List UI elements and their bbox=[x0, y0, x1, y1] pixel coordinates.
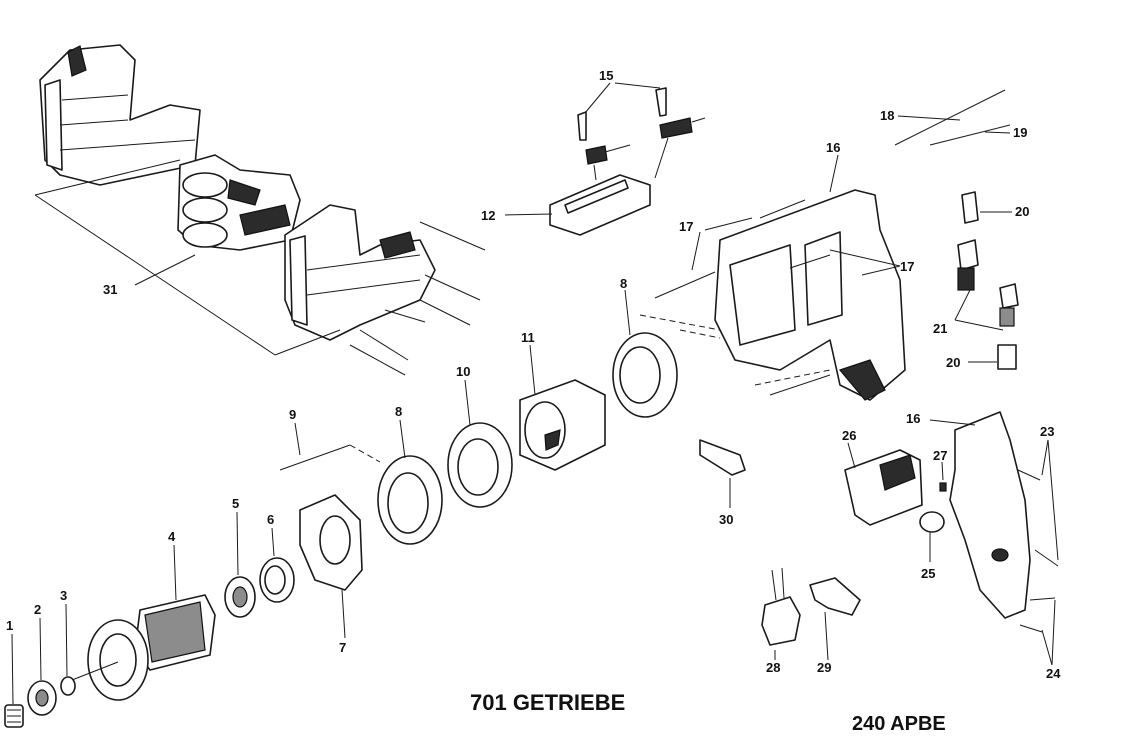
label-part-26: 26 bbox=[842, 428, 856, 443]
label-part-17-left: 17 bbox=[679, 219, 693, 234]
label-part-16-handle: 16 bbox=[906, 411, 920, 426]
label-part-10: 10 bbox=[456, 364, 470, 379]
label-part-24: 24 bbox=[1046, 666, 1061, 681]
label-part-3: 3 bbox=[60, 588, 67, 603]
label-part-4: 4 bbox=[168, 529, 176, 544]
part-15-screws bbox=[577, 82, 706, 181]
part-3-washer bbox=[60, 603, 76, 696]
part-16-handle bbox=[929, 411, 1031, 619]
part-6-sleeve bbox=[259, 527, 295, 603]
part-18-19-rods bbox=[894, 89, 1011, 146]
part-16-gear-housing bbox=[639, 154, 906, 401]
label-part-6: 6 bbox=[267, 512, 274, 527]
model-number: 240 APBE bbox=[852, 713, 946, 735]
label-part-2: 2 bbox=[34, 602, 41, 617]
label-part-25: 25 bbox=[921, 566, 935, 581]
label-part-21: 21 bbox=[933, 321, 947, 336]
label-part-20-top: 20 bbox=[1015, 204, 1029, 219]
part-30-wedge bbox=[699, 439, 746, 508]
part-5-bearing bbox=[224, 511, 256, 618]
part-8-upper-ring bbox=[612, 289, 678, 418]
label-part-27: 27 bbox=[933, 448, 947, 463]
label-part-5: 5 bbox=[232, 496, 239, 511]
part-29-lever bbox=[809, 577, 861, 661]
part-26-switch bbox=[844, 442, 923, 526]
drawing-title: 701 GETRIEBE bbox=[470, 690, 625, 715]
label-part-8-lower: 8 bbox=[395, 404, 402, 419]
label-part-31: 31 bbox=[103, 282, 117, 297]
part-11-stator bbox=[519, 344, 606, 471]
label-part-18: 18 bbox=[880, 108, 894, 123]
part-4-armature bbox=[71, 544, 216, 701]
part-2-bearing bbox=[27, 617, 57, 716]
part-10-ring bbox=[447, 379, 513, 508]
part-31-housing-assembly bbox=[34, 44, 486, 376]
label-part-1: 1 bbox=[6, 618, 13, 633]
part-20-brush-cap-top bbox=[961, 191, 1012, 224]
label-part-19: 19 bbox=[1013, 125, 1027, 140]
part-12-brush-holder-plate bbox=[504, 174, 651, 236]
part-23-screws bbox=[1017, 439, 1059, 567]
part-27-pin bbox=[939, 461, 947, 492]
label-part-29: 29 bbox=[817, 660, 831, 675]
label-part-20-bottom: 20 bbox=[946, 355, 960, 370]
part-8-lower-ring bbox=[377, 419, 443, 545]
label-part-9: 9 bbox=[289, 407, 296, 422]
part-24-screws bbox=[1019, 597, 1056, 666]
label-part-12: 12 bbox=[481, 208, 495, 223]
part-28-terminal bbox=[761, 567, 801, 660]
label-part-15: 15 bbox=[599, 68, 613, 83]
label-part-23: 23 bbox=[1040, 424, 1054, 439]
label-part-28: 28 bbox=[766, 660, 780, 675]
part-9-long-screw bbox=[279, 422, 381, 471]
part-number-labels: 1 2 3 4 5 6 7 8 8 9 10 11 12 15 16 16 17… bbox=[6, 68, 1061, 681]
label-part-11: 11 bbox=[521, 330, 535, 345]
label-part-7: 7 bbox=[339, 640, 346, 655]
label-part-17-right: 17 bbox=[900, 259, 914, 274]
part-1-spring bbox=[4, 633, 24, 728]
label-part-16-housing: 16 bbox=[826, 140, 840, 155]
part-7-fan-baffle bbox=[299, 494, 363, 639]
part-20-brush-cap-bottom bbox=[968, 344, 1017, 370]
label-part-30: 30 bbox=[719, 512, 733, 527]
part-25-knob bbox=[919, 511, 945, 562]
label-part-8-upper: 8 bbox=[620, 276, 627, 291]
part-21-carbon-brushes bbox=[954, 239, 1019, 331]
